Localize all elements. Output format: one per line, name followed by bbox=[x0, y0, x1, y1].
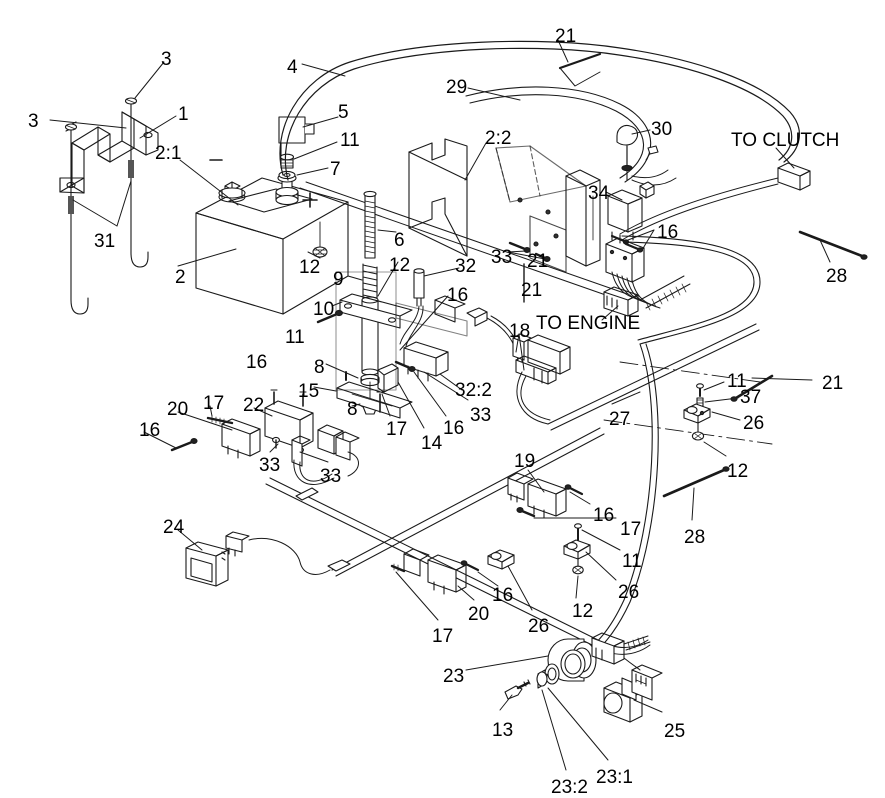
label-to-clutch: TO CLUTCH bbox=[731, 130, 840, 151]
callout-c-33-d: 33 bbox=[491, 247, 513, 268]
callout-c-21-e: 21 bbox=[822, 373, 844, 394]
callout-c-16-f: 16 bbox=[593, 505, 615, 526]
callout-c-2-2: 2:2 bbox=[485, 128, 512, 149]
callout-c-33-c: 33 bbox=[470, 405, 492, 426]
callout-c-27: 27 bbox=[609, 409, 631, 430]
callout-c-26-a: 26 bbox=[743, 413, 765, 434]
callout-c-24: 24 bbox=[163, 517, 185, 538]
callout-c-16-g: 16 bbox=[492, 585, 514, 606]
callout-c-21-top: 21 bbox=[555, 26, 577, 47]
callout-c-13: 13 bbox=[492, 720, 514, 741]
callout-c-29: 29 bbox=[446, 77, 468, 98]
callout-c-37: 37 bbox=[740, 387, 762, 408]
callout-c-34: 34 bbox=[588, 183, 610, 204]
callout-c-4: 4 bbox=[287, 57, 298, 78]
callout-c-23-1: 23:1 bbox=[596, 767, 633, 788]
callout-c-11-d: 11 bbox=[622, 551, 642, 572]
callout-c-32-2: 32:2 bbox=[455, 380, 492, 401]
upper-right-relay-group bbox=[601, 124, 691, 321]
to-clutch-branch bbox=[603, 147, 868, 445]
callout-c-11-a: 11 bbox=[340, 130, 360, 151]
callout-c-14: 14 bbox=[421, 433, 443, 454]
callout-c-17-b: 17 bbox=[386, 419, 408, 440]
callout-c-15: 15 bbox=[298, 381, 320, 402]
callout-c-18: 18 bbox=[509, 321, 531, 342]
callout-c-11-c: 11 bbox=[727, 371, 747, 392]
callout-c-20-a: 20 bbox=[167, 399, 189, 420]
callout-c-21-d: 21 bbox=[527, 251, 549, 272]
callout-c-32: 32 bbox=[455, 256, 477, 277]
callout-c-25: 25 bbox=[664, 721, 686, 742]
lower-left-module-group bbox=[143, 389, 360, 485]
callout-c-2: 2 bbox=[175, 267, 186, 288]
callout-c-3-left: 3 bbox=[28, 111, 39, 132]
callout-c-16-c: 16 bbox=[443, 418, 465, 439]
callout-c-1: 1 bbox=[178, 104, 189, 125]
callout-c-17-d: 17 bbox=[432, 626, 454, 647]
battery-box-panels bbox=[408, 138, 601, 303]
callout-c-6: 6 bbox=[394, 230, 405, 251]
battery-assembly bbox=[177, 116, 349, 315]
ignition-switch-group bbox=[465, 632, 663, 771]
right-clamp-group bbox=[662, 374, 813, 521]
callout-c-12-a: 12 bbox=[299, 257, 321, 278]
callout-c-17-c: 17 bbox=[620, 519, 642, 540]
callout-c-11-b: 11 bbox=[285, 327, 305, 348]
callout-c-23: 23 bbox=[443, 666, 465, 687]
callout-c-16-d: 16 bbox=[447, 285, 469, 306]
callout-c-23-2: 23:2 bbox=[551, 777, 588, 798]
engine-connector-pair bbox=[512, 323, 760, 431]
callout-c-28-b: 28 bbox=[684, 527, 706, 548]
callout-c-3-top: 3 bbox=[161, 49, 172, 70]
mid-bracket-group bbox=[335, 267, 523, 429]
callout-c-19: 19 bbox=[514, 451, 536, 472]
hour-meter-group bbox=[177, 529, 331, 587]
callout-c-16-b: 16 bbox=[139, 420, 161, 441]
callout-c-22: 22 bbox=[243, 395, 265, 416]
callout-c-8-b: 8 bbox=[347, 399, 358, 420]
lower-harness-runs bbox=[265, 343, 659, 655]
callout-c-33-a: 33 bbox=[259, 455, 281, 476]
callout-c-9: 9 bbox=[333, 269, 344, 290]
callout-c-12-b: 12 bbox=[389, 255, 411, 276]
callout-c-28-a: 28 bbox=[826, 266, 848, 287]
callout-c-17-a: 17 bbox=[203, 393, 225, 414]
callout-c-2-1: 2:1 bbox=[155, 143, 182, 164]
callout-c-26-b: 26 bbox=[618, 582, 640, 603]
callout-c-16-e: 16 bbox=[657, 222, 679, 243]
battery-holddown-assembly bbox=[49, 61, 177, 315]
label-to-engine: TO ENGINE bbox=[536, 313, 641, 334]
callout-c-20-b: 20 bbox=[468, 604, 490, 625]
callout-c-8-a: 8 bbox=[314, 357, 325, 378]
callout-c-10: 10 bbox=[313, 299, 335, 320]
callout-c-5: 5 bbox=[338, 102, 349, 123]
callout-c-12-c: 12 bbox=[727, 461, 749, 482]
callout-c-31: 31 bbox=[94, 231, 116, 252]
lower-center-relay-group bbox=[507, 469, 621, 599]
lower-relay-20-group bbox=[390, 548, 533, 621]
callout-c-16-a: 16 bbox=[246, 352, 268, 373]
callout-c-21-c: 21 bbox=[521, 280, 543, 301]
callout-c-7: 7 bbox=[330, 159, 341, 180]
callout-c-12-d: 12 bbox=[572, 601, 594, 622]
callout-c-33-b: 33 bbox=[320, 466, 342, 487]
callout-c-30: 30 bbox=[651, 119, 673, 140]
callout-c-26-c: 26 bbox=[528, 616, 550, 637]
